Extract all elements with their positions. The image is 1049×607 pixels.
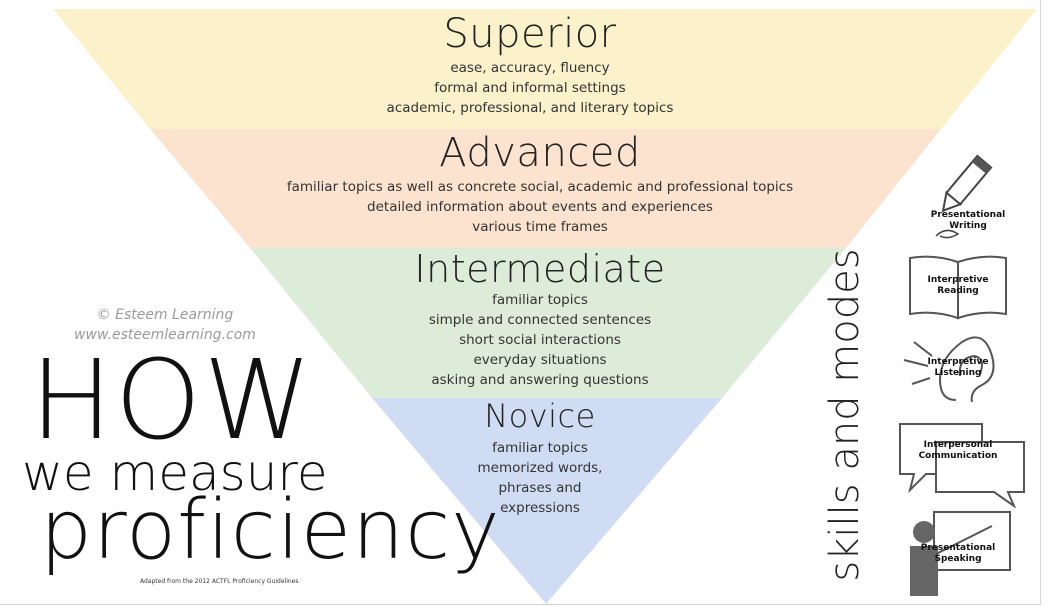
skills-label: skills and modes xyxy=(815,240,875,590)
credit-url: www.esteemlearning.com xyxy=(74,327,256,343)
right-border xyxy=(1040,0,1041,605)
band-superior xyxy=(53,9,1037,129)
level-title-advanced: Advanced xyxy=(439,130,641,176)
level-line: various time frames xyxy=(472,219,608,235)
heading-how: HOW xyxy=(30,336,315,464)
ear-icon xyxy=(903,336,995,403)
book-icon xyxy=(909,255,1007,320)
level-novice: Novice familiar topics memorized words, … xyxy=(400,400,680,518)
level-line: expressions xyxy=(500,500,580,516)
level-superior: Superior ease, accuracy, fluency formal … xyxy=(280,14,780,118)
mode-interpretive-reading: Interpretive Reading xyxy=(927,275,989,296)
level-line: memorized words, xyxy=(477,460,603,476)
band-intermediate xyxy=(250,248,846,398)
mode-interpersonal-communication: Interpersonal Communication xyxy=(918,440,998,461)
heading-we-measure: we measure xyxy=(22,444,328,502)
speech-bubbles-icon xyxy=(899,423,1025,508)
mode-presentational-speaking: Presentational Speaking xyxy=(920,543,996,564)
mode-presentational-writing: Presentational Writing xyxy=(930,210,1006,231)
heading-proficiency: proficiency xyxy=(40,483,501,578)
presenter-icon xyxy=(910,511,1011,596)
level-line: asking and answering questions xyxy=(431,372,649,388)
level-line: academic, professional, and literary top… xyxy=(386,100,674,116)
copyright-credit: © Esteem Learning www.esteemlearning.com xyxy=(60,305,270,345)
level-title-superior: Superior xyxy=(443,11,617,57)
level-title-novice: Novice xyxy=(484,397,596,435)
source-note: Adapted from the 2012 ACTFL Proficiency … xyxy=(140,578,299,585)
band-novice xyxy=(372,398,722,604)
level-line: phrases and xyxy=(498,480,582,496)
band-advanced xyxy=(150,129,941,248)
level-line: familiar topics xyxy=(492,292,588,308)
level-line: familiar topics xyxy=(492,440,588,456)
level-line: formal and informal settings xyxy=(434,80,626,96)
pencil-icon xyxy=(935,154,993,239)
level-intermediate: Intermediate familiar topics simple and … xyxy=(330,250,750,390)
level-line: detailed information about events and ex… xyxy=(367,199,713,215)
bottom-border xyxy=(0,604,1040,605)
level-advanced: Advanced familiar topics as well as conc… xyxy=(200,133,880,237)
level-line: everyday situations xyxy=(473,352,607,368)
skills-label-text: skills and modes xyxy=(822,248,868,582)
credit-line: © Esteem Learning xyxy=(96,307,234,323)
level-line: familiar topics as well as concrete soci… xyxy=(286,179,794,195)
level-title-intermediate: Intermediate xyxy=(414,247,666,291)
mode-interpretive-listening: Interpretive Listening xyxy=(927,357,989,378)
level-line: ease, accuracy, fluency xyxy=(450,60,610,76)
level-line: simple and connected sentences xyxy=(428,312,652,328)
level-line: short social interactions xyxy=(459,332,621,348)
